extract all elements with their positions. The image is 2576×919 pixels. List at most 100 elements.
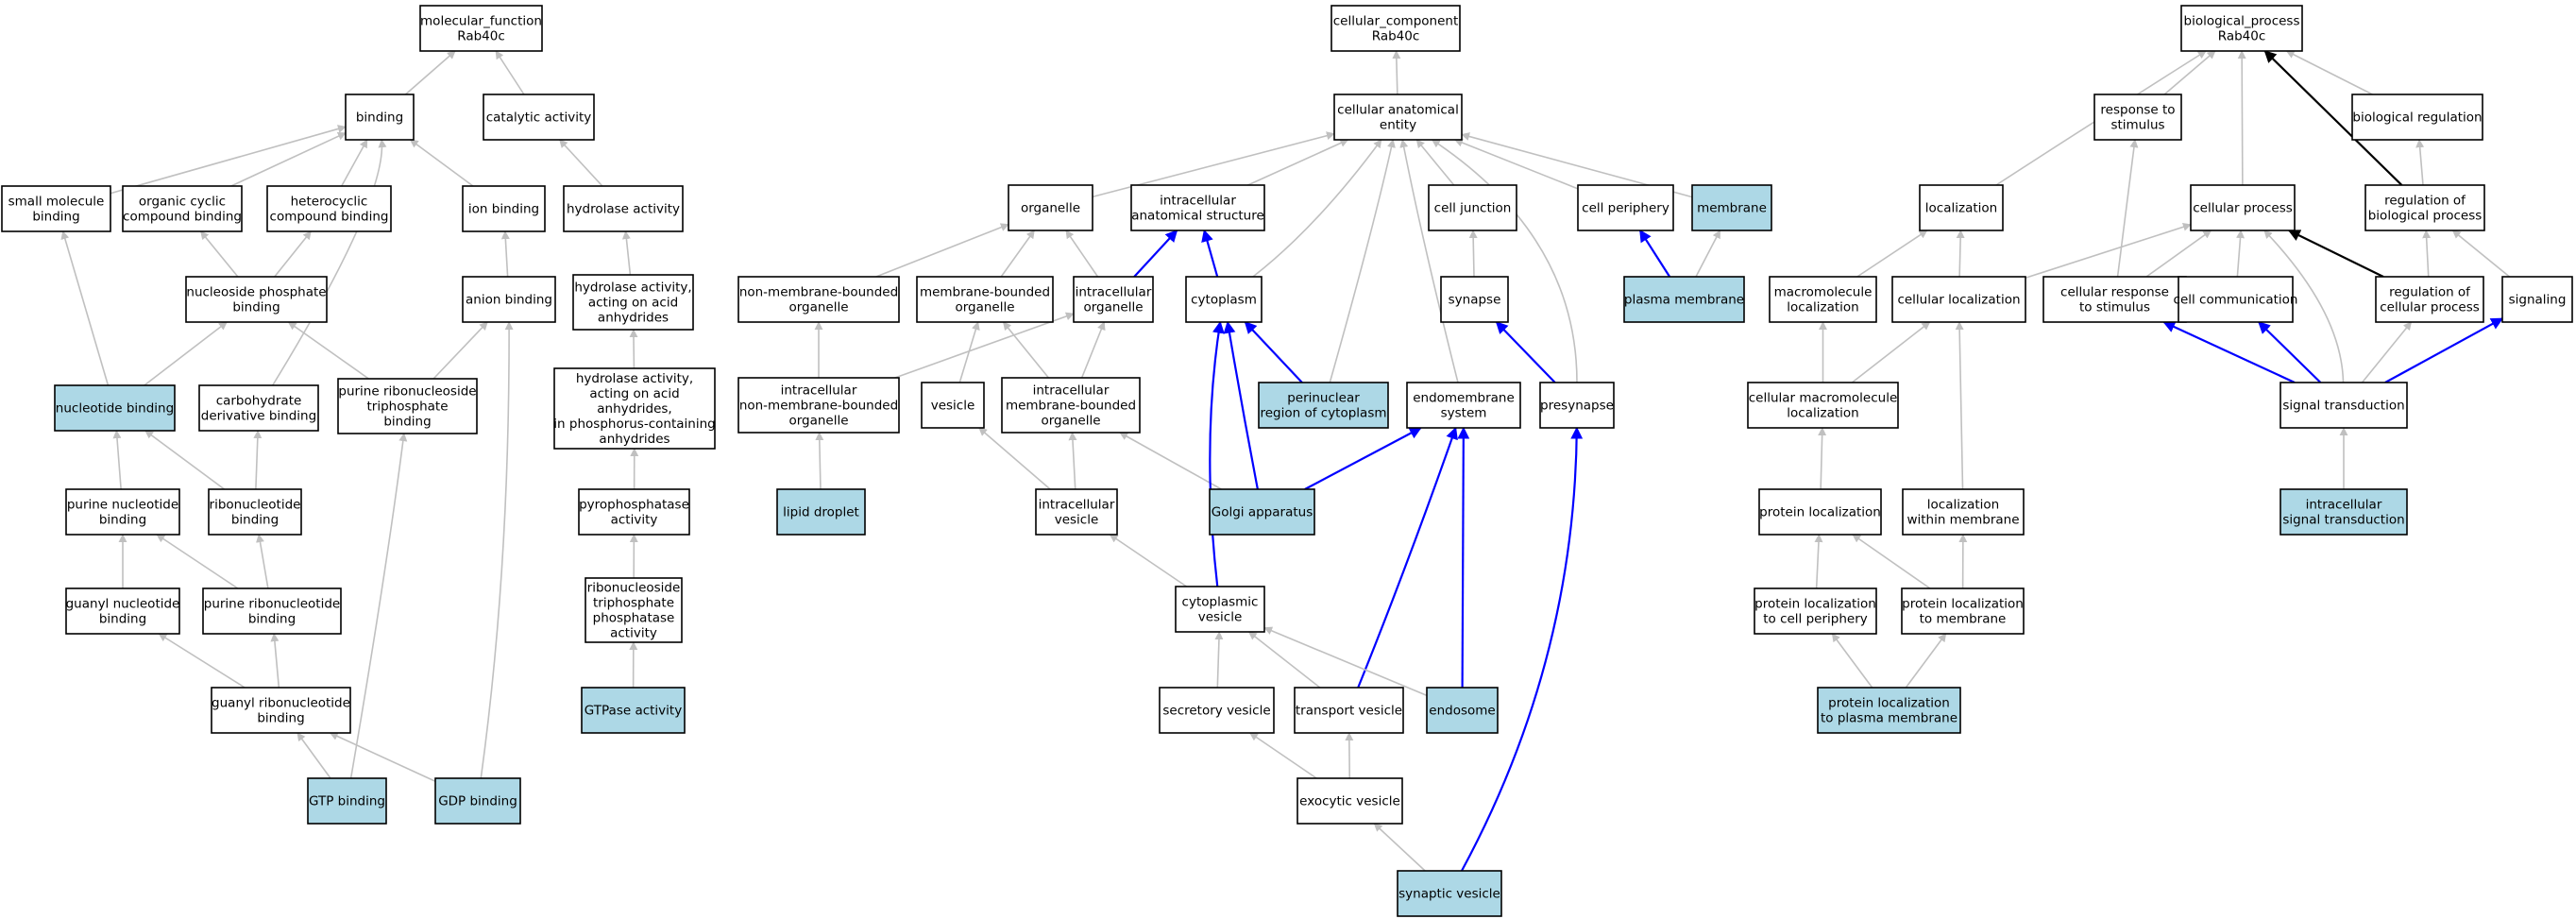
node-box <box>1817 687 1961 734</box>
go-term-node-organelle[interactable]: organelle <box>1008 184 1093 231</box>
edge-is-a-synaptic_ves-to-exocytic <box>1373 823 1426 872</box>
go-term-node-anion[interactable]: anion binding <box>462 276 556 323</box>
node-box <box>1428 184 1517 231</box>
node-label-line: vesicle <box>1198 609 1243 624</box>
node-box <box>1175 586 1265 633</box>
edge-is-a-cell_proc-to-bp_root <box>2237 50 2246 186</box>
node-box <box>1294 687 1404 734</box>
go-term-node-ribo-tri-phos[interactable]: ribonucleosidetriphosphatephosphataseact… <box>585 577 683 643</box>
go-term-node-lipid[interactable]: lipid droplet <box>776 488 866 536</box>
go-term-node-ion-binding[interactable]: ion binding <box>462 185 546 232</box>
go-term-node-nuc-binding[interactable]: nucleotide binding <box>54 384 176 432</box>
node-label-line: intracellular <box>1160 193 1236 208</box>
node-label-line: acting on acid <box>588 295 678 310</box>
node-label-line: hydrolase activity <box>567 201 680 216</box>
go-term-node-plasma-mem[interactable]: plasma membrane <box>1623 276 1745 323</box>
go-term-node-gdp[interactable]: GDP binding <box>434 777 521 825</box>
go-term-node-secretory[interactable]: secretory vesicle <box>1159 687 1275 734</box>
go-term-node-intra-nmb[interactable]: intracellularnon-membrane-boundedorganel… <box>737 377 900 434</box>
edge-is-a-cell_resp-to-cell_proc <box>2145 230 2212 278</box>
go-term-node-catalytic[interactable]: catalytic activity <box>483 94 595 141</box>
go-term-node-transport[interactable]: transport vesicle <box>1294 687 1404 734</box>
go-term-node-synaptic-ves[interactable]: synaptic vesicle <box>1397 870 1502 917</box>
go-term-node-cell-comm[interactable]: cell communication <box>2174 276 2298 323</box>
edge-is-a-mb_org-to-organelle <box>1000 230 1035 278</box>
go-term-node-cell-proc[interactable]: cellular process <box>2190 184 2296 231</box>
node-label-line: binding <box>99 611 146 626</box>
node-label-line: Rab40c <box>2218 28 2266 43</box>
go-term-node-golgi[interactable]: Golgi apparatus <box>1209 488 1315 536</box>
node-box <box>54 384 176 432</box>
go-term-node-bio-reg[interactable]: biological regulation <box>2351 94 2483 141</box>
go-term-node-presynapse[interactable]: presynapse <box>1539 382 1615 429</box>
go-term-node-hydro-acid[interactable]: hydrolase activity,acting on acidanhydri… <box>572 274 694 331</box>
node-label-line: synapse <box>1449 292 1501 307</box>
go-term-node-cell-periph[interactable]: cell periphery <box>1577 184 1674 231</box>
go-term-node-localization[interactable]: localization <box>1919 184 2004 231</box>
go-term-node-vesicle[interactable]: vesicle <box>921 382 985 429</box>
go-term-node-membrane[interactable]: membrane <box>1691 184 1772 231</box>
go-term-node-hydrolase[interactable]: hydrolase activity <box>563 185 684 232</box>
edge-is-a-pur_ribo_tri-to-nuc_phos <box>287 321 369 380</box>
go-term-node-prot-loc[interactable]: protein localization <box>1758 488 1882 536</box>
go-term-node-gtp[interactable]: GTP binding <box>307 777 387 825</box>
go-term-node-signaling[interactable]: signaling <box>2501 276 2573 323</box>
edge-is-a-cae-to-cc_root <box>1392 50 1401 95</box>
go-term-node-hydro-phos[interactable]: hydrolase activity,acting on acidanhydri… <box>553 367 716 450</box>
go-term-node-cell-loc[interactable]: cellular localization <box>1891 276 2026 323</box>
node-box <box>2180 5 2303 52</box>
edge-part-of-golgi-to-endomem <box>1304 427 1422 490</box>
go-term-node-cytoplasm[interactable]: cytoplasm <box>1185 276 1263 323</box>
node-label-line: presynapse <box>1540 398 1614 413</box>
go-term-node-gtpase[interactable]: GTPase activity <box>581 687 686 734</box>
go-term-node-exocytic[interactable]: exocytic vesicle <box>1296 777 1403 825</box>
node-label-line: signal transduction <box>2282 398 2404 413</box>
go-term-node-binding[interactable]: binding <box>345 94 415 141</box>
go-term-node-endosome[interactable]: endosome <box>1426 687 1499 734</box>
go-term-node-synapse[interactable]: synapse <box>1440 276 1509 323</box>
go-term-node-sig-trans[interactable]: signal transduction <box>2279 382 2408 429</box>
edge-is-a-reg_bio-to-bio_reg <box>2415 139 2425 186</box>
edge-is-a-cell_junction-to-cae <box>1415 139 1455 186</box>
node-label-line: endomembrane <box>1413 390 1515 405</box>
go-term-node-cell-junction[interactable]: cell junction <box>1428 184 1517 231</box>
edge-is-a-ribonuc-to-nuc_binding <box>144 430 226 490</box>
